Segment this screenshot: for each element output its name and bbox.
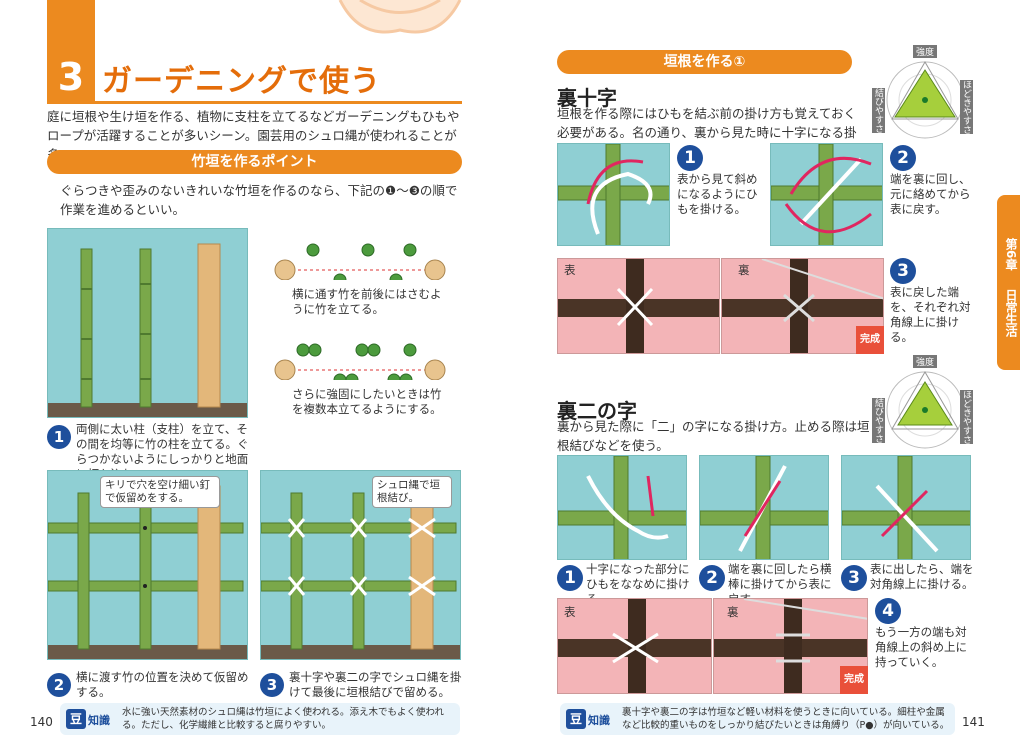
step3-number: 3 <box>260 673 284 697</box>
label-front-uj: 表 <box>564 263 576 277</box>
tip-label-icon-right: 豆 <box>566 709 586 729</box>
step1-number: 1 <box>47 425 71 449</box>
chapter-title: ガーデニングで使う <box>102 64 381 99</box>
chapter-side-tab: 第6章 日常生活 <box>997 195 1020 370</box>
tip-label-right: 知識 <box>588 714 610 727</box>
photo-uj-front <box>557 258 720 354</box>
heading-uranino: 裏二の字 <box>557 399 637 423</box>
heading-urajuji: 裏十字 <box>557 86 617 110</box>
tab-chapter: 第6章 <box>1004 238 1018 271</box>
un-step3-caption: 表に出したら、端を対角線上に掛ける。 <box>870 562 974 591</box>
un-step4-number: 4 <box>875 598 901 624</box>
radar-label-ease-tie: 結びやすさ <box>872 88 885 133</box>
uj-step3-caption: 表に戻した端を、それぞれ対角線上に掛ける。 <box>890 285 971 344</box>
uj-step1-caption: 表から見て斜めになるようにひもを掛ける。 <box>677 172 758 216</box>
tip-text-left: 水に強い天然素材のシュロ縄は竹垣によく使われる。添え木でもよく使われる。ただし、… <box>122 707 445 731</box>
un-step1-number: 1 <box>557 565 583 591</box>
photo-un2 <box>699 455 829 560</box>
chapter-number: 3 <box>47 52 95 102</box>
photo-uj1 <box>557 143 670 246</box>
chapter-tab-top <box>47 0 95 52</box>
radar-label-ease-tie-2: 結びやすさ <box>872 398 885 443</box>
complete-badge-uj: 完成 <box>856 326 884 354</box>
callout-nail: キリで穴を空け細い釘で仮留めをする。 <box>100 476 220 508</box>
photo-un3 <box>841 455 971 560</box>
panel-step1 <box>47 228 248 418</box>
diagram-double <box>274 343 446 380</box>
tip-label-icon: 豆 <box>66 709 86 729</box>
label-front-un: 表 <box>564 605 576 619</box>
un-step4-caption: もう一方の端も対角線上の斜め上に持っていく。 <box>875 625 967 669</box>
shirt-sketch-icon <box>338 0 462 34</box>
tip-box-right: 豆 知識 裏十字や裏二の字は竹垣など軽い材料を使うときに向いている。細柱や金属な… <box>560 703 955 735</box>
complete-badge-un: 完成 <box>840 666 868 694</box>
tab-title: 日常生活 <box>1004 288 1018 337</box>
un-step3-number: 3 <box>841 565 867 591</box>
tip-text-right: 裏十字や裏二の字は竹垣など軽い材料を使うときに向いている。細柱や金属など比較的重… <box>622 707 950 731</box>
radar-label-strength-2: 強度 <box>913 355 938 368</box>
section-title-fence: 垣根を作る① <box>557 50 852 74</box>
diagram-single-caption: 横に通す竹を前後にはさむように竹を立てる。 <box>292 287 442 316</box>
step2-caption: 横に渡す竹の位置を決めて仮留めする。 <box>76 670 249 699</box>
section-title-bamboo: 竹垣を作るポイント <box>47 150 462 174</box>
section-text: ぐらつきや歪みのないきれいな竹垣を作るのなら、下記の❶〜❸の順で作業を進めるとい… <box>60 183 458 217</box>
uj-step3-number: 3 <box>890 258 916 284</box>
photo-un1 <box>557 455 687 560</box>
diagram-double-caption: さらに強固にしたいときは竹を複数本立てるようにする。 <box>292 387 442 416</box>
uj-step2-number: 2 <box>890 145 916 171</box>
radar-label-ease-untie: ほどきやすさ <box>960 80 973 134</box>
tip-label: 知識 <box>88 714 110 727</box>
uj-step2-caption: 端を裏に回し、元に絡めてから表に戻す。 <box>890 172 971 216</box>
page-number-right: 141 <box>962 715 985 729</box>
radar-label-strength: 強度 <box>913 45 938 58</box>
step3-caption: 裏十字や裏二の字でシュロ縄を掛けて最後に垣根結びで留める。 <box>289 670 462 699</box>
chapter-underline <box>47 101 462 104</box>
tip-box-left: 豆 知識 水に強い天然素材のシュロ縄は竹垣によく使われる。添え木でもよく使われる… <box>60 703 460 735</box>
radar-label-ease-untie-2: ほどきやすさ <box>960 390 973 444</box>
radar-chart-uranino <box>886 371 964 449</box>
uranino-text: 裏から見た際に「二」の字になる掛け方。止める際は垣根結びなどを使う。 <box>557 419 870 453</box>
photo-uj2 <box>770 143 883 246</box>
uj-step1-number: 1 <box>677 145 703 171</box>
callout-rope: シュロ縄で垣根結び。 <box>372 476 452 508</box>
label-back-uj: 裏 <box>738 263 750 277</box>
panel-step2 <box>47 470 248 660</box>
un-step2-number: 2 <box>699 565 725 591</box>
diagram-single <box>274 243 446 280</box>
photo-un-front <box>557 598 712 694</box>
label-back-un: 裏 <box>727 605 739 619</box>
step2-number: 2 <box>47 673 71 697</box>
page-number-left: 140 <box>30 715 53 729</box>
